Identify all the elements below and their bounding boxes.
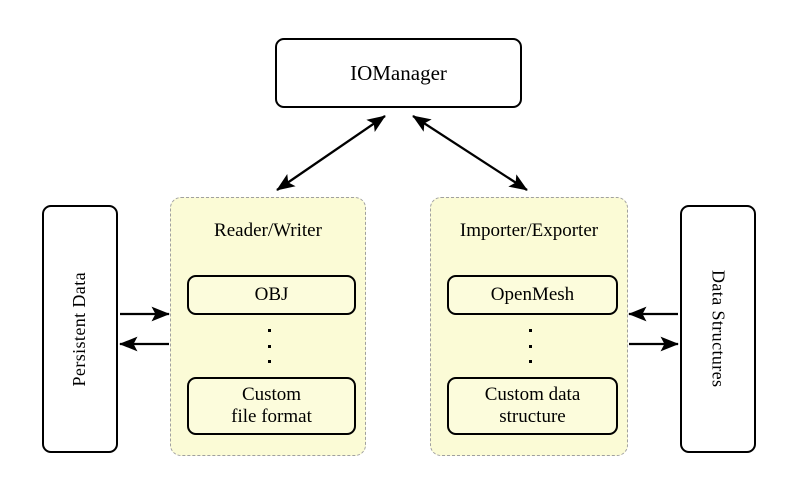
group-reader-writer-ellipsis <box>267 329 271 363</box>
group-item-openmesh-label: OpenMesh <box>490 283 575 305</box>
node-data-structures[interactable]: Data Structures <box>680 205 756 453</box>
node-iomanager[interactable]: IOManager <box>275 38 522 108</box>
group-importer-exporter-ellipsis <box>528 329 532 363</box>
group-item-custom-file-format[interactable]: Custom file format <box>187 377 356 435</box>
connector-manager-reader-writer <box>276 115 386 191</box>
group-reader-writer: Reader/Writer OBJ Custom file format <box>170 197 366 456</box>
node-persistent-data-label: Persistent Data <box>69 271 90 387</box>
node-iomanager-label: IOManager <box>350 60 447 85</box>
group-item-custom-file-format-line2: file format <box>231 406 312 427</box>
group-importer-exporter: Importer/Exporter OpenMesh Custom data s… <box>430 197 628 456</box>
connector-manager-importer-exporter <box>412 115 528 191</box>
group-item-obj[interactable]: OBJ <box>187 275 356 315</box>
group-item-custom-data-structure-line2: structure <box>499 406 566 427</box>
group-item-custom-file-format-line1: Custom <box>241 383 302 405</box>
group-importer-exporter-title: Importer/Exporter <box>459 220 599 241</box>
group-item-obj-label: OBJ <box>254 283 289 305</box>
group-item-openmesh[interactable]: OpenMesh <box>447 275 618 315</box>
group-reader-writer-title: Reader/Writer <box>214 220 322 241</box>
node-persistent-data[interactable]: Persistent Data <box>42 205 118 453</box>
node-data-structures-label: Data Structures <box>708 270 729 388</box>
group-item-custom-data-structure[interactable]: Custom data structure <box>447 377 618 435</box>
group-item-custom-data-structure-line1: Custom data <box>484 383 581 405</box>
